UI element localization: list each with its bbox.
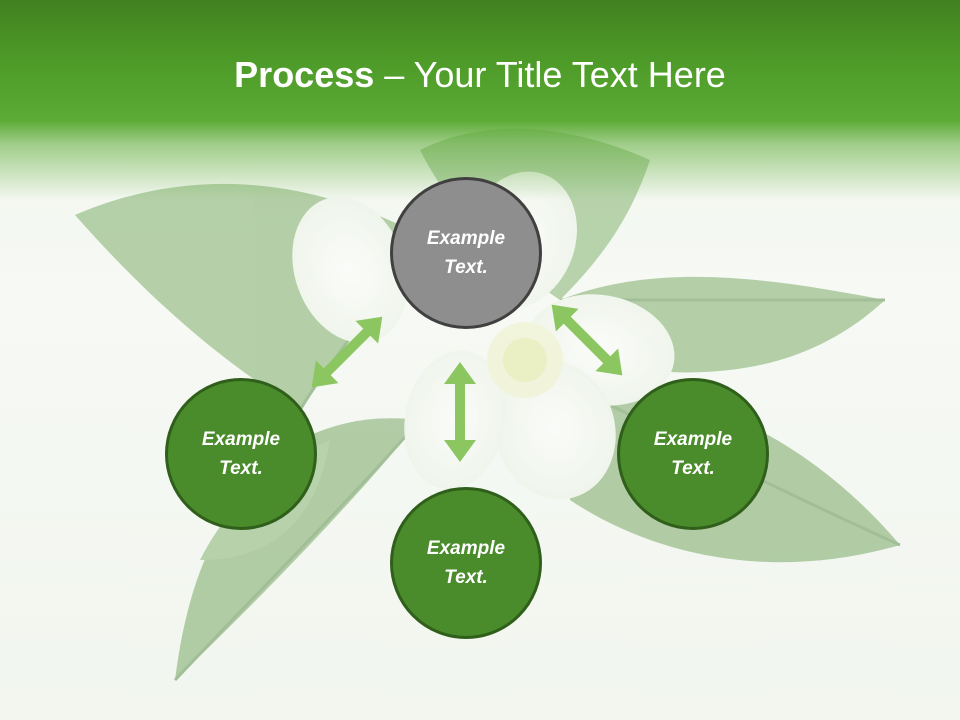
- process-node-right[interactable]: Example Text.: [617, 378, 769, 530]
- double-arrow-vertical-icon: [444, 362, 476, 462]
- node-label: Example Text.: [653, 429, 733, 479]
- title-banner: [0, 0, 960, 200]
- process-node-left[interactable]: Example Text.: [165, 378, 317, 530]
- node-label: Example Text.: [426, 228, 506, 278]
- process-node-bottom[interactable]: Example Text.: [390, 487, 542, 639]
- process-node-top[interactable]: Example Text.: [390, 177, 542, 329]
- node-label: Example Text.: [426, 538, 506, 588]
- slide-title: Process – Your Title Text Here: [0, 50, 960, 100]
- title-bold-part: Process: [234, 54, 375, 95]
- node-label: Example Text.: [201, 429, 281, 479]
- title-regular-part: – Your Title Text Here: [374, 54, 726, 95]
- double-arrow-left-icon: [311, 316, 383, 388]
- double-arrow-right-icon: [551, 304, 623, 376]
